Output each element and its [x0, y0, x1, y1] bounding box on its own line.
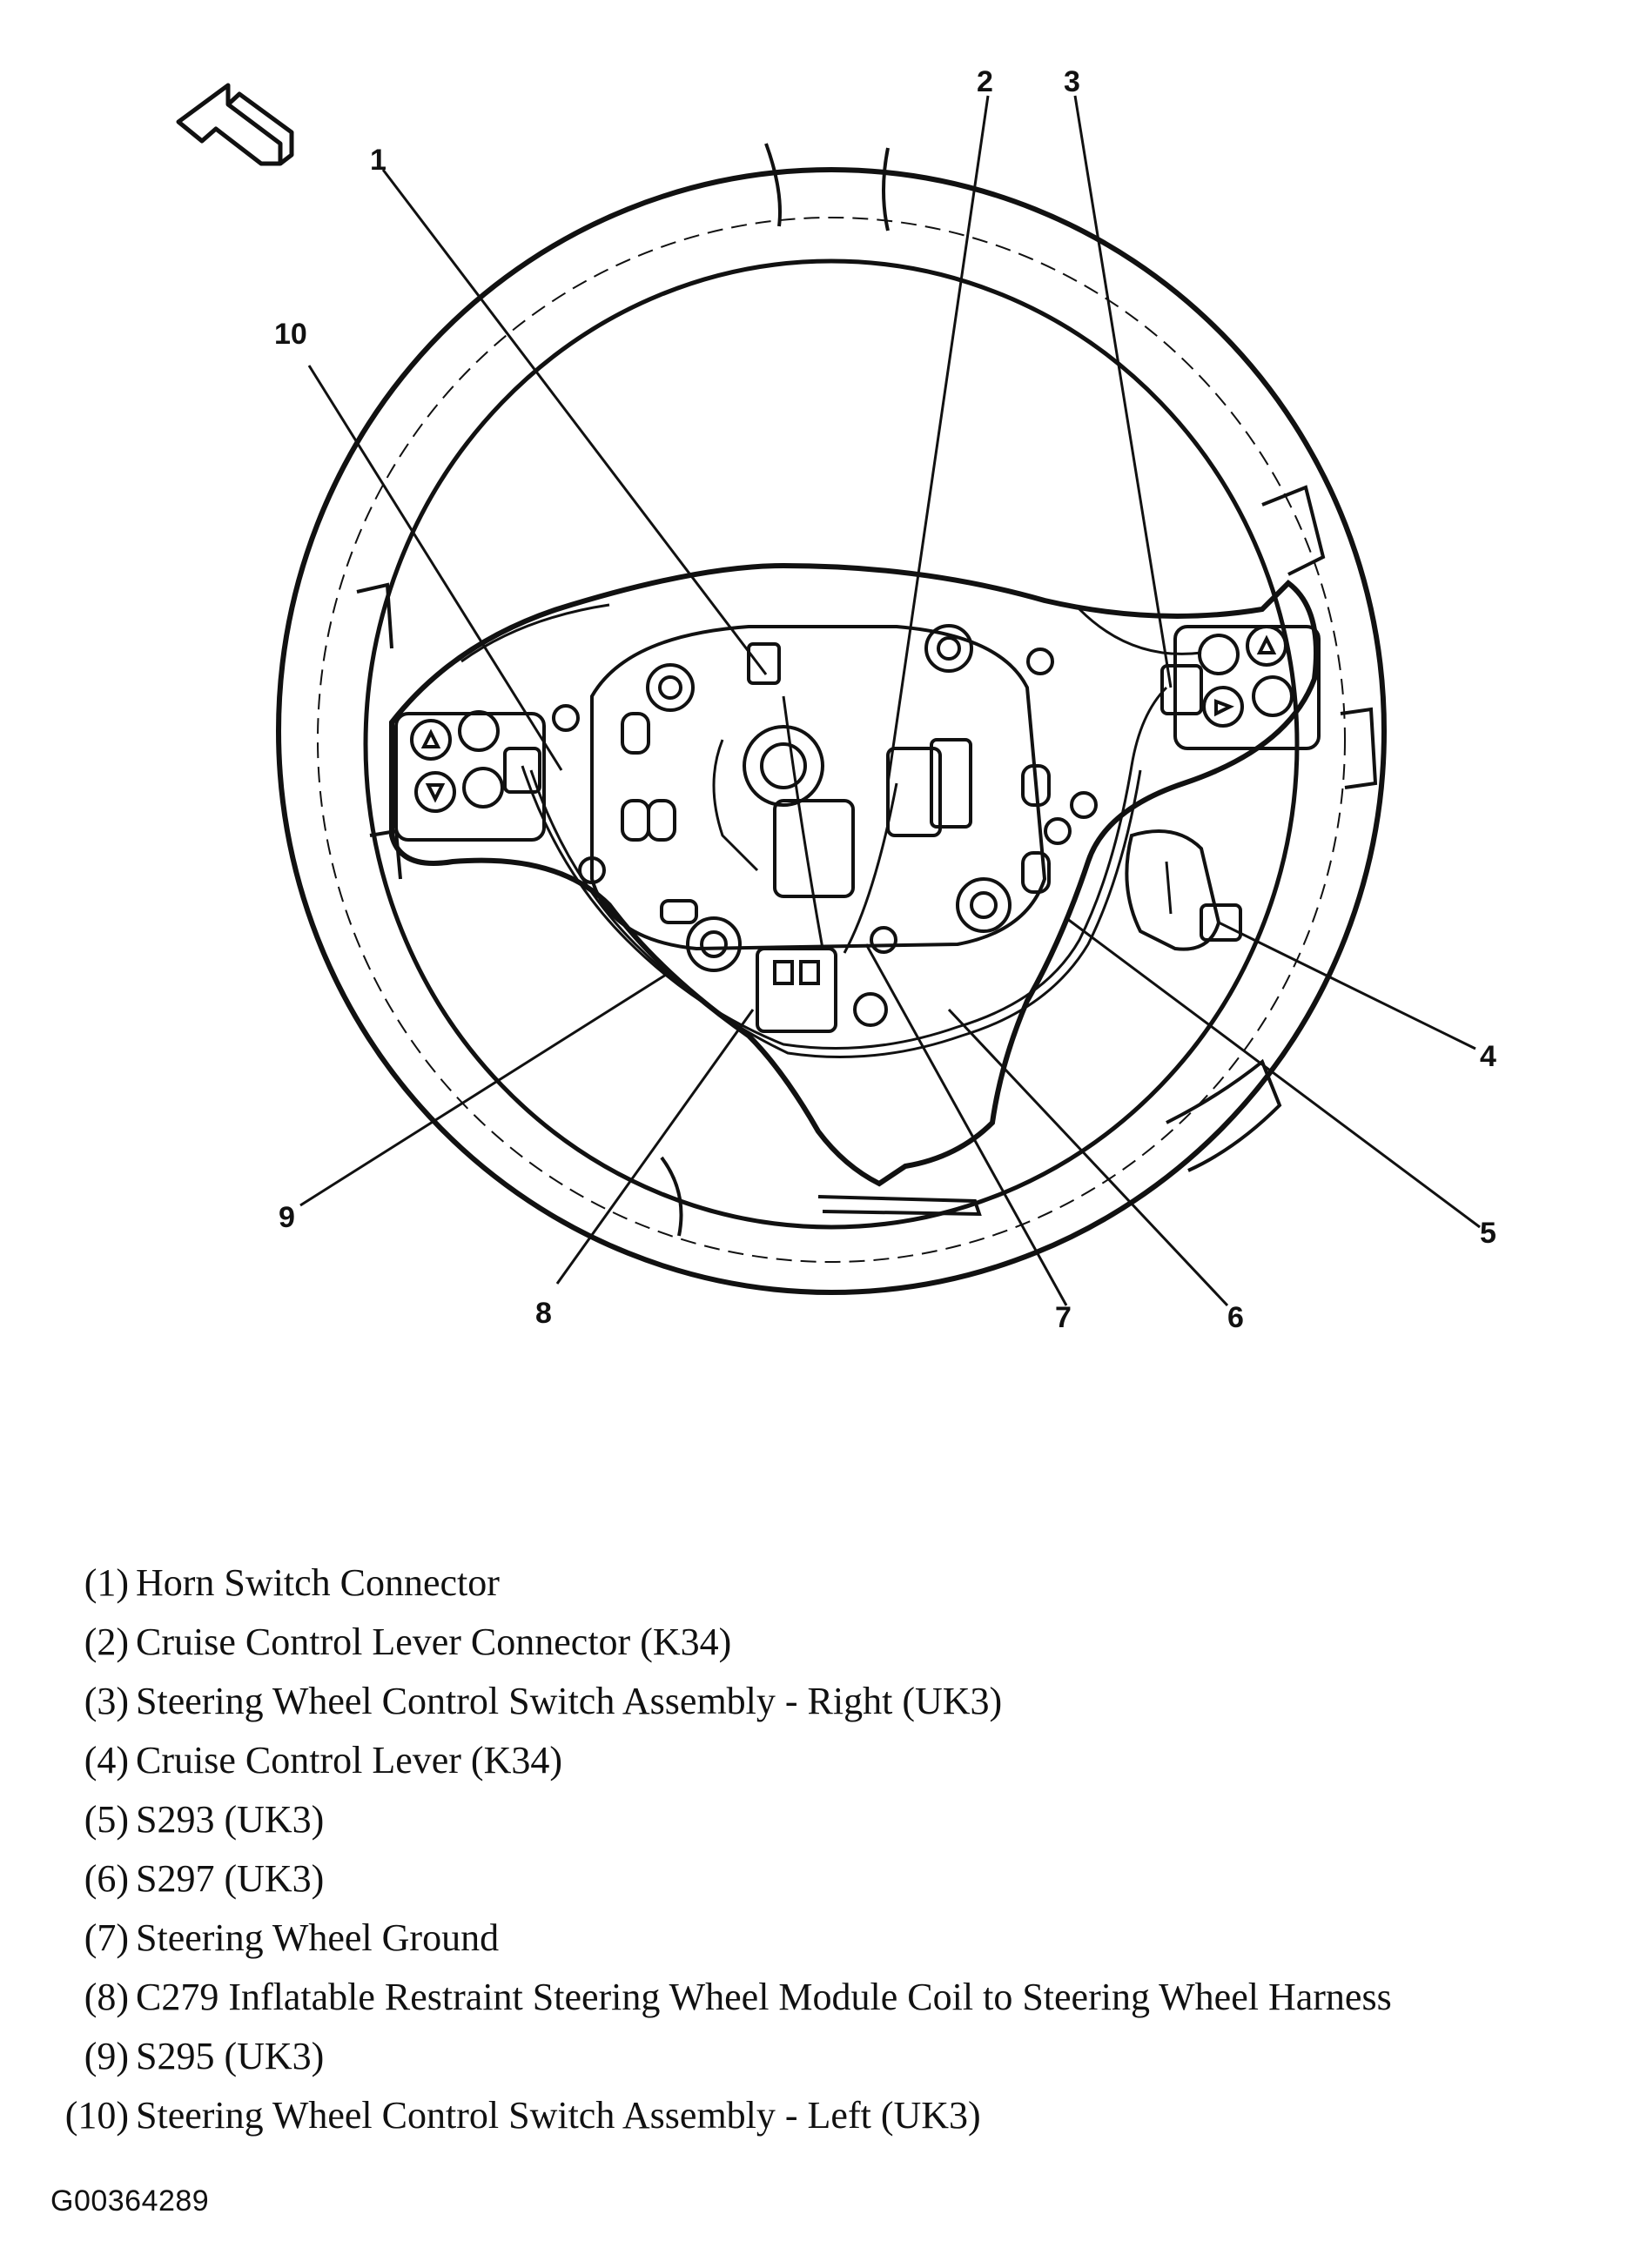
leader-line-8: [555, 1009, 755, 1285]
callout-5: 5: [1480, 1217, 1496, 1250]
right-switch-assembly: [1160, 625, 1321, 750]
legend-label: Cruise Control Lever (K34): [136, 1739, 562, 1782]
legend-label: S295 (UK3): [136, 2035, 325, 2077]
legend-label: S297 (UK3): [136, 1857, 325, 1900]
callout-7: 7: [1055, 1301, 1072, 1334]
leader-line-5: [1065, 916, 1481, 1229]
legend-number: (7): [84, 1916, 129, 1959]
leader-lines: [299, 95, 1481, 1307]
leader-line-7: [864, 943, 1068, 1306]
legend-label: Steering Wheel Control Switch Assembly -…: [136, 1680, 1003, 1722]
wheel-rim-inner: [363, 258, 1300, 1230]
wheel-rim-outer: [276, 167, 1387, 1295]
leader-line-3: [1073, 95, 1173, 688]
legend-number: (3): [84, 1680, 129, 1722]
legend-number: (8): [84, 1976, 129, 2018]
hub-assembly: [552, 624, 1098, 1027]
legend-label: Cruise Control Lever Connector (K34): [136, 1620, 732, 1663]
steering-wheel-drawing: [276, 143, 1387, 1295]
callout-1: 1: [370, 144, 386, 177]
legend-label: S293 (UK3): [136, 1798, 325, 1841]
callout-10: 10: [274, 318, 307, 351]
cruise-control-lever: [1125, 829, 1242, 951]
legend-number: (2): [84, 1620, 129, 1663]
callout-2: 2: [977, 65, 993, 98]
legend-label: Steering Wheel Control Switch Assembly -…: [136, 2094, 981, 2137]
legend-number: (1): [84, 1561, 129, 1604]
leader-line-2: [886, 95, 990, 784]
leader-line-9: [299, 973, 667, 1207]
legend-number: (4): [84, 1739, 129, 1782]
callout-labels: 1 2 3 4 5 6 7 8 9 10: [274, 65, 1496, 1334]
legend-number: (10): [64, 2094, 129, 2137]
legend-label: Steering Wheel Ground: [136, 1916, 500, 1959]
legend-label: C279 Inflatable Restraint Steering Wheel…: [136, 1976, 1392, 2018]
callout-4: 4: [1480, 1040, 1496, 1073]
forward-direction-arrow-icon: [176, 83, 294, 166]
callout-9: 9: [279, 1201, 295, 1234]
legend-number: (5): [84, 1798, 129, 1841]
callout-3: 3: [1064, 65, 1080, 98]
legend-label: Horn Switch Connector: [136, 1561, 500, 1604]
c279-connector: [756, 947, 837, 1033]
legend-number: (6): [84, 1857, 129, 1900]
callout-6: 6: [1227, 1301, 1244, 1334]
leader-line-6: [947, 1008, 1229, 1307]
left-switch-assembly: [394, 710, 546, 842]
legend-number: (9): [84, 2035, 129, 2077]
leader-line-1: [381, 169, 768, 675]
wiring-harness: [521, 686, 1168, 1058]
leader-line-10: [307, 365, 563, 771]
figure-id: G00364289: [50, 2184, 210, 2218]
leader-line-4: [1218, 921, 1476, 1050]
callout-8: 8: [535, 1297, 552, 1330]
